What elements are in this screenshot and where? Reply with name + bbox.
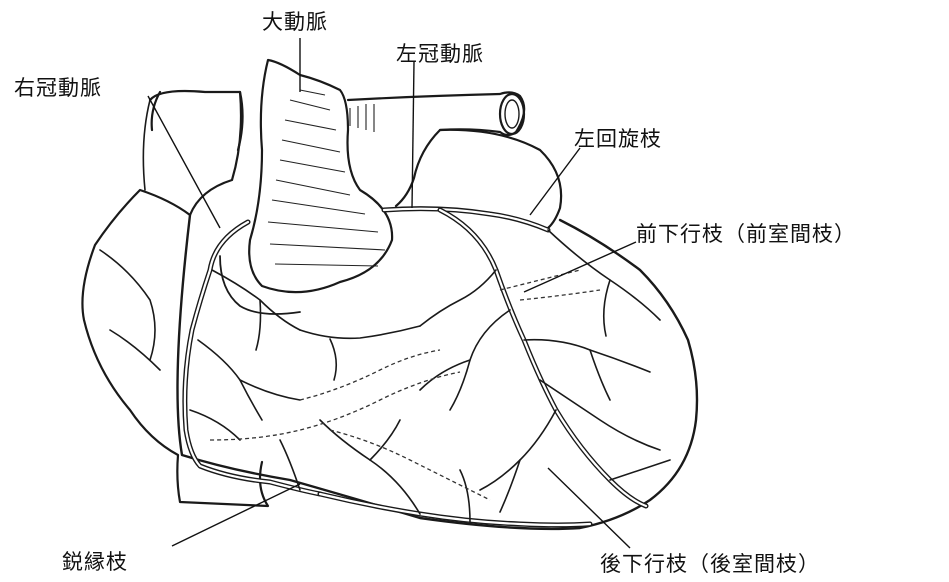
leader-anterior [524,242,636,292]
leader-left-coronary [412,62,414,208]
label-left-coronary-artery: 左冠動脈 [396,38,484,68]
vena-cava-outline [152,92,243,150]
leader-posterior [548,468,630,548]
right-atrium-outline [82,91,268,506]
aorta-outline [249,60,392,292]
label-anterior-descending-branch: 前下行枝（前室間枝） [636,218,856,248]
label-aorta: 大動脈 [262,6,328,36]
leader-circumflex [530,148,580,215]
leader-acute-marginal [172,484,300,546]
label-acute-marginal-branch: 鋭縁枝 [62,546,128,576]
leader-right-coronary [148,96,220,228]
acute-marginal-vessel [320,494,590,525]
small-branches [190,230,670,522]
label-right-coronary-artery: 右冠動脈 [14,72,102,102]
pulmonary-shading [350,104,374,132]
label-posterior-descending-branch: 後下行枝（後室間枝） [600,548,820,578]
right-atrium-inner [100,100,160,370]
label-left-circumflex-branch: 左回旋枝 [574,123,662,153]
right-coronary-artery-vessel [185,222,320,494]
aorta-shading [268,90,385,266]
